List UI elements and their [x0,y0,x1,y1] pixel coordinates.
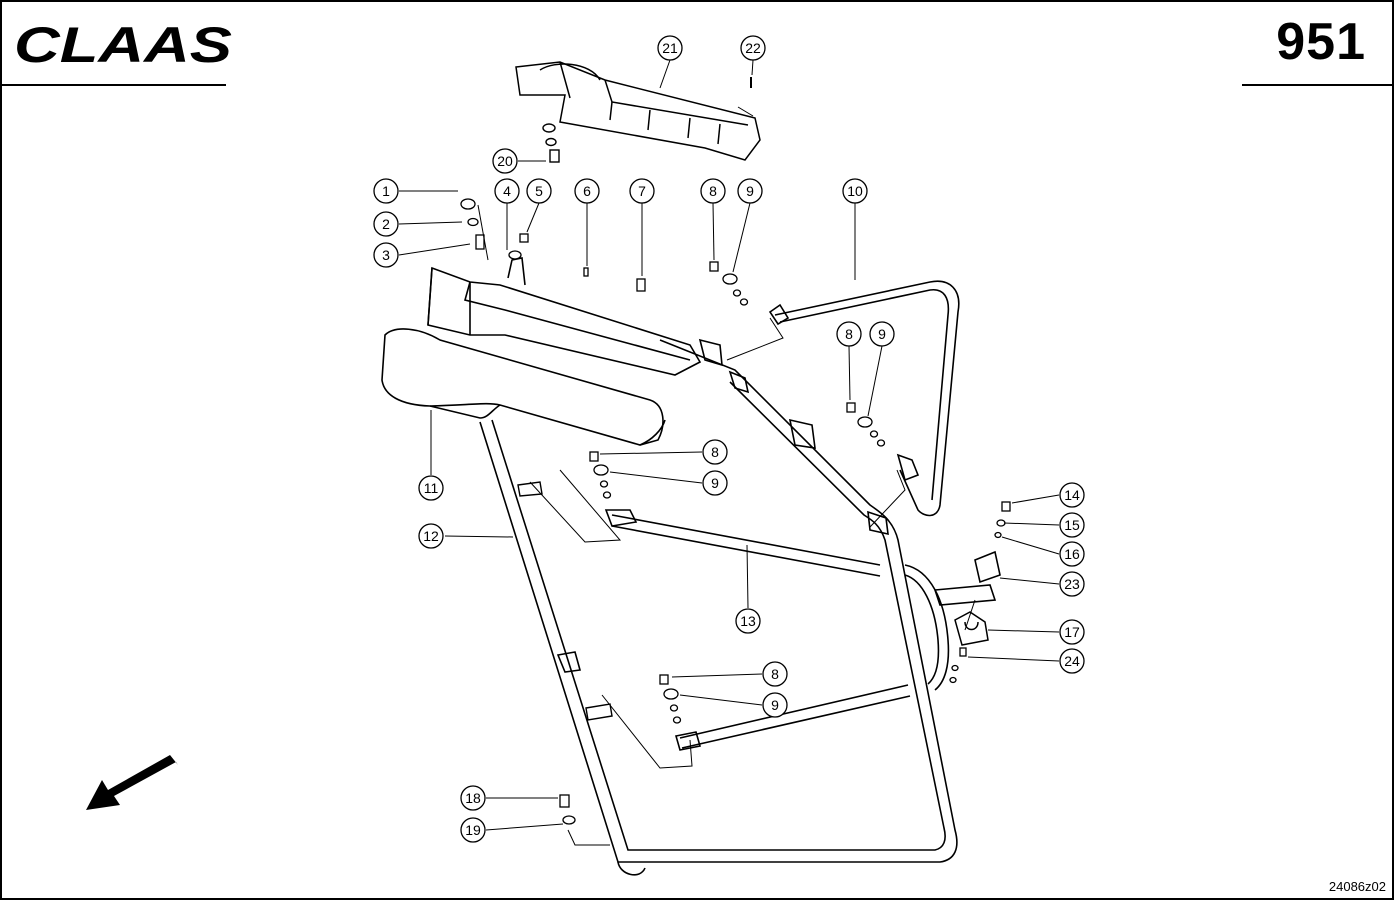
claas-logo: CLAAS [14,20,232,68]
frame-mount-tabs [517,481,613,721]
part-13-strut-upper [604,509,881,577]
callout-5: 5 [535,183,543,199]
callout-19: 19 [465,822,481,838]
part-21-cover [515,61,761,161]
callout-21: 21 [662,40,678,56]
callout-11: 11 [424,480,439,496]
part-17-clamp [954,611,989,646]
part-12-frame [479,338,958,876]
part-23-clamp-bracket [904,550,1001,691]
callout-23: 23 [1064,576,1080,592]
callout-2: 2 [382,216,390,232]
callout-9: 9 [771,697,779,713]
part-13-strut-lower [674,684,911,751]
callout-8: 8 [711,444,719,460]
callout-15: 15 [1064,517,1080,533]
drawing-number: 24086z02 [1328,879,1386,894]
part-20-fasteners [542,123,560,163]
callout-7: 7 [638,183,646,199]
callout-8: 8 [771,666,779,682]
callout-labels: 1 2 3 4 5 6 7 8 9 10 8 9 11 12 13 8 9 8 … [382,40,1080,838]
callout-9: 9 [711,475,719,491]
callout-17: 17 [1064,624,1080,640]
page-number: 951 [1276,13,1366,71]
part-10-hoop [768,280,960,517]
callout-12: 12 [423,528,439,544]
callout-22: 22 [745,40,761,56]
callout-8: 8 [845,326,853,342]
part-11-pad [381,328,666,446]
callout-8: 8 [709,183,717,199]
callout-9: 9 [878,326,886,342]
callout-9: 9 [746,183,754,199]
callout-1: 1 [382,183,390,199]
callout-18: 18 [465,790,481,806]
callout-group [373,35,1085,843]
callout-6: 6 [583,183,591,199]
callout-4: 4 [503,183,511,199]
brand-wordmark: CLAAS [14,20,232,68]
callout-3: 3 [382,247,390,263]
callout-14: 14 [1064,487,1080,503]
assembly-lines [529,317,976,846]
direction-arrow-icon [86,755,178,810]
callout-16: 16 [1064,546,1080,562]
callout-20: 20 [497,153,513,169]
callout-24: 24 [1064,653,1080,669]
fastener-stacks [460,198,1011,825]
callout-13: 13 [740,613,756,629]
leader-lines [398,59,1060,831]
callout-10: 10 [847,183,863,199]
